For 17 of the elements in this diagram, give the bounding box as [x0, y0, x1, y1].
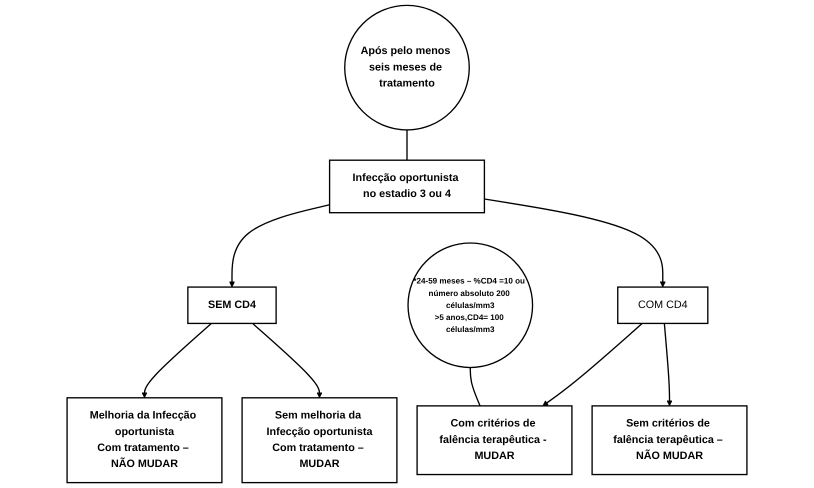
- node-box: Com critérios de falência terapêutica - MUDAR: [416, 405, 573, 476]
- arrow: [664, 323, 672, 406]
- arrow: [229, 204, 330, 288]
- connector: [406, 130, 408, 160]
- arrow: [142, 322, 212, 398]
- node-box: Infecção oportunista no estadio 3 ou 4: [328, 160, 486, 214]
- node-circle: Após pelo menos seis meses de tratamento: [344, 4, 470, 131]
- node-box: Sem critérios de falência terapêutica – NÃO MUDAR: [591, 405, 748, 476]
- node-box: SEM CD4: [187, 286, 277, 324]
- node-circle: *24-59 meses – %CD4 =10 ou número absoluto 200 células/mm3 >5 anos,CD4= 100 células/mm3: [407, 242, 534, 368]
- arrow: [484, 198, 666, 288]
- node-box: Sem melhoria da Infecção oportunista Com tratamento – MUDAR: [241, 397, 398, 484]
- arrow: [542, 322, 643, 406]
- node-box: Melhoria da Infecção oportunista Com tratamento – NÃO MUDAR: [66, 397, 223, 484]
- node-box: COM CD4: [617, 286, 708, 324]
- connector: [470, 368, 481, 406]
- arrow: [252, 322, 322, 398]
